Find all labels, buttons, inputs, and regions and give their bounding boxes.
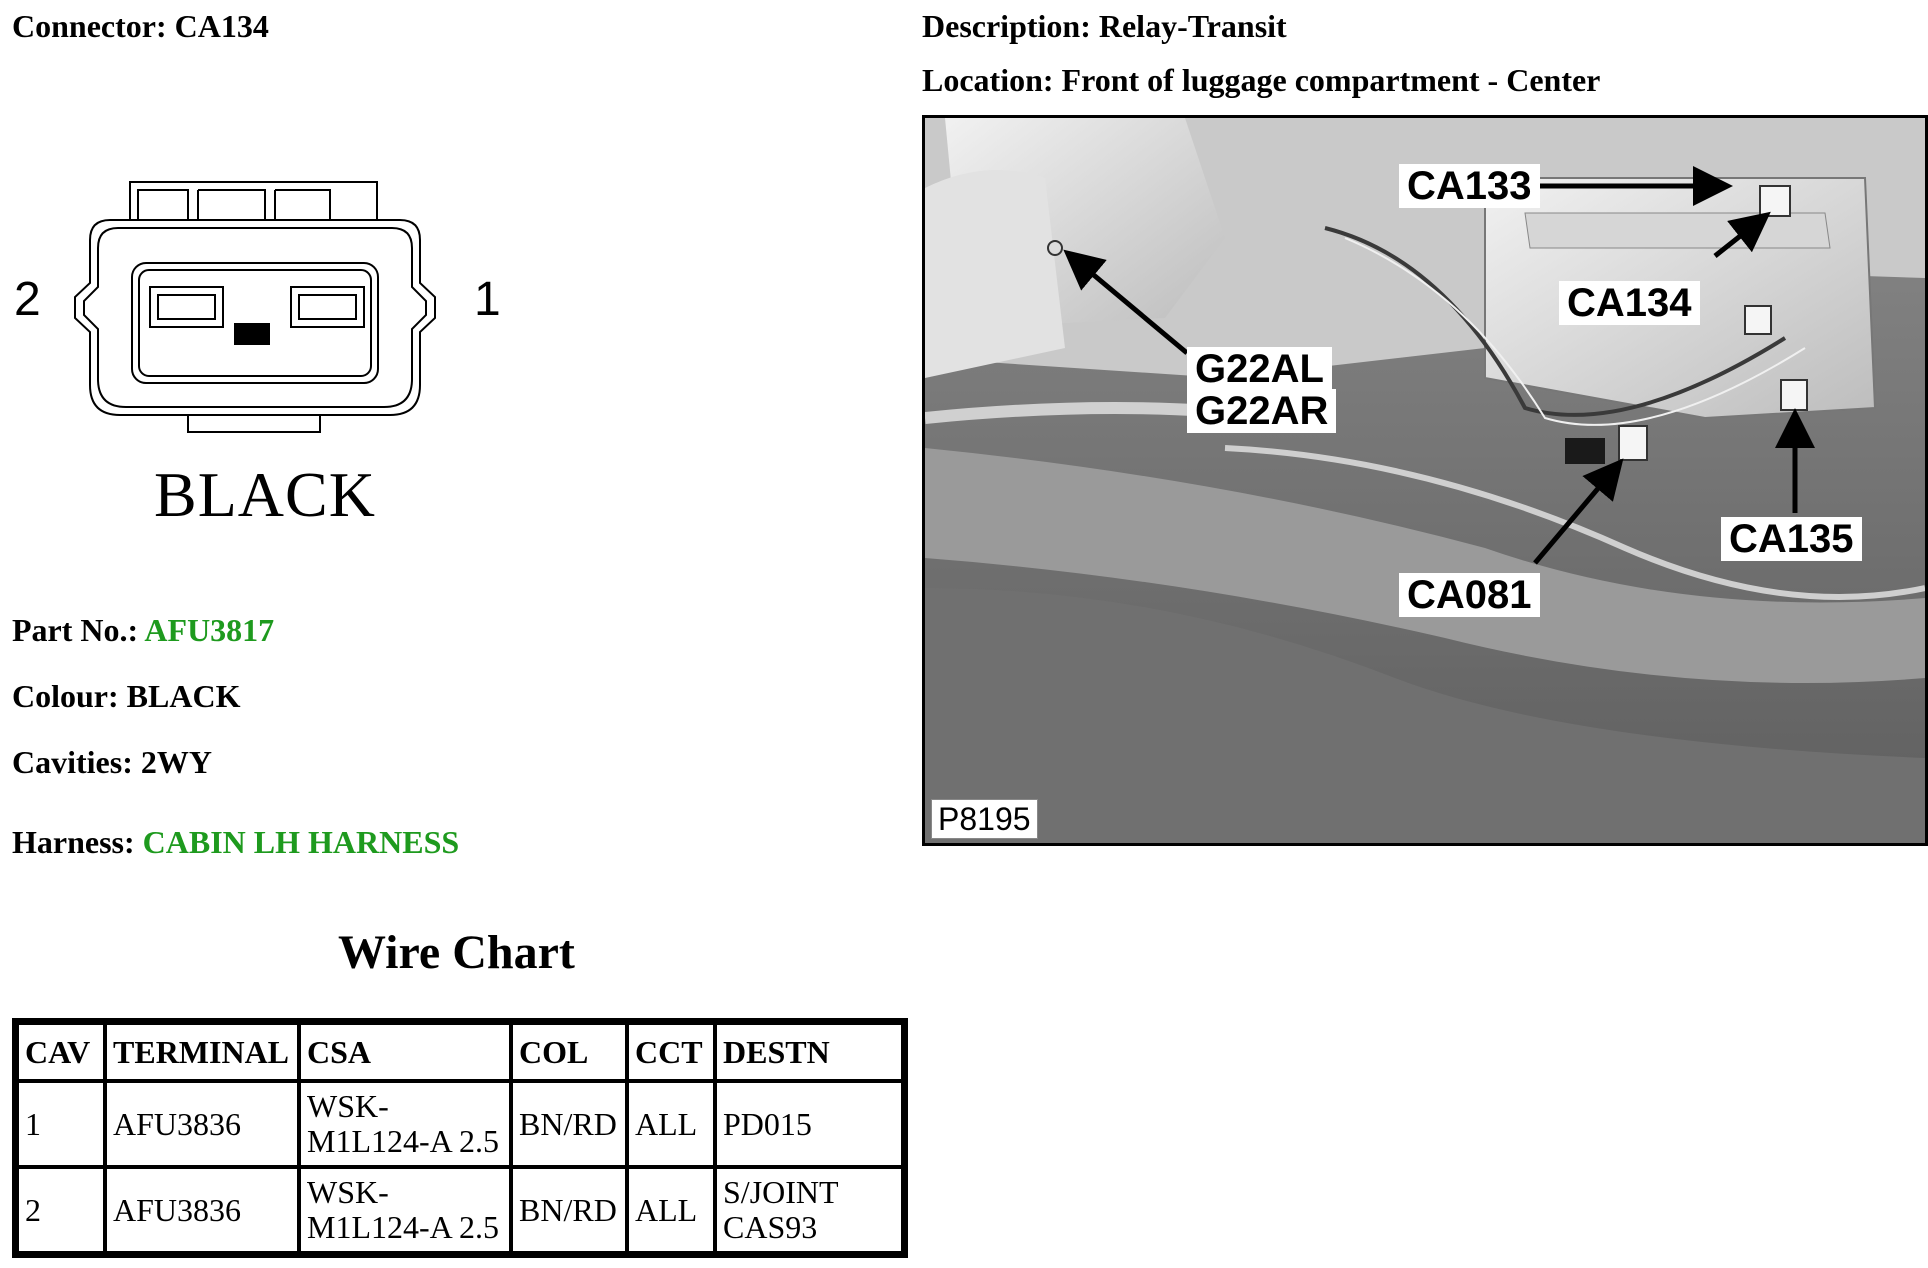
harness-row: Harness: CABIN LH HARNESS — [12, 824, 459, 861]
cell-destn-line1: S/JOINT — [723, 1174, 839, 1210]
connector-face-drawing — [74, 181, 436, 433]
harness-label: Harness: — [12, 824, 135, 860]
wire-chart-title: Wire Chart — [338, 926, 575, 979]
table-header-row: CAV TERMINAL CSA COL CCT DESTN — [17, 1023, 903, 1081]
cell-csa: WSK- M1L124-A 2.5 — [299, 1167, 511, 1253]
cell-cav: 1 — [17, 1081, 105, 1167]
colour-value: BLACK — [126, 678, 241, 714]
cell-destn-line2: CAS93 — [723, 1209, 818, 1245]
header-col: COL — [511, 1023, 627, 1081]
part-no-row: Part No.: AFU3817 — [12, 612, 274, 649]
header-cav: CAV — [17, 1023, 105, 1081]
connector-label: Connector: — [12, 8, 167, 44]
table-row: 2 AFU3836 WSK- M1L124-A 2.5 BN/RD ALL S/… — [17, 1167, 903, 1253]
description-value: Relay-Transit — [1098, 8, 1287, 44]
callout-g22al: G22AL — [1187, 347, 1332, 391]
cell-csa-line2: M1L124-A 2.5 — [307, 1123, 499, 1159]
header-terminal: TERMINAL — [105, 1023, 299, 1081]
header-destn: DESTN — [715, 1023, 903, 1081]
colour-row: Colour: BLACK — [12, 678, 240, 715]
cell-destn-line1: PD015 — [723, 1105, 812, 1142]
cell-csa-line1: WSK- — [307, 1088, 389, 1124]
cell-cct: ALL — [627, 1167, 715, 1253]
header-cct: CCT — [627, 1023, 715, 1081]
pin-label-1: 1 — [474, 273, 501, 326]
cell-csa: WSK- M1L124-A 2.5 — [299, 1081, 511, 1167]
callout-g22ar: G22AR — [1187, 389, 1337, 433]
description-label: Description: — [922, 8, 1091, 44]
location-label: Location: — [922, 62, 1054, 98]
location-value: Front of luggage compartment - Center — [1061, 62, 1601, 98]
callout-ca081: CA081 — [1399, 573, 1540, 617]
callout-ca135: CA135 — [1721, 517, 1862, 561]
callout-ca134: CA134 — [1559, 281, 1700, 325]
description-heading: Description: Relay-Transit — [922, 8, 1287, 45]
colour-label: Colour: — [12, 678, 119, 714]
cell-cav: 2 — [17, 1167, 105, 1253]
cell-col: BN/RD — [511, 1081, 627, 1167]
cell-destn: PD015 — [715, 1081, 903, 1167]
table-row: 1 AFU3836 WSK- M1L124-A 2.5 BN/RD ALL PD… — [17, 1081, 903, 1167]
header-csa: CSA — [299, 1023, 511, 1081]
part-no-label: Part No.: — [12, 612, 139, 648]
harness-link[interactable]: CABIN LH HARNESS — [142, 824, 460, 860]
callout-ca133: CA133 — [1399, 164, 1540, 208]
photo-code: P8195 — [931, 799, 1038, 839]
cell-csa-line2: M1L124-A 2.5 — [307, 1209, 499, 1245]
cell-destn: S/JOINT CAS93 — [715, 1167, 903, 1253]
cavities-row: Cavities: 2WY — [12, 744, 212, 781]
cell-csa-line1: WSK- — [307, 1174, 389, 1210]
connector-value: CA134 — [174, 8, 269, 44]
cell-col: BN/RD — [511, 1167, 627, 1253]
location-photo: CA133 CA134 G22AL G22AR CA135 CA081 P819… — [922, 115, 1928, 846]
connector-heading: Connector: CA134 — [12, 8, 269, 45]
cavities-label: Cavities: — [12, 744, 133, 780]
wire-chart-table: CAV TERMINAL CSA COL CCT DESTN 1 AFU3836… — [12, 1018, 908, 1258]
cell-terminal: AFU3836 — [105, 1081, 299, 1167]
cell-terminal: AFU3836 — [105, 1167, 299, 1253]
location-heading: Location: Front of luggage compartment -… — [922, 62, 1600, 99]
connector-colour-caption: BLACK — [154, 459, 376, 530]
pin-label-2: 2 — [14, 273, 41, 326]
cell-cct: ALL — [627, 1081, 715, 1167]
cavities-value: 2WY — [140, 744, 212, 780]
luggage-compartment-illustration — [925, 118, 1925, 843]
part-no-link[interactable]: AFU3817 — [144, 612, 275, 648]
connector-diagram — [10, 175, 510, 535]
